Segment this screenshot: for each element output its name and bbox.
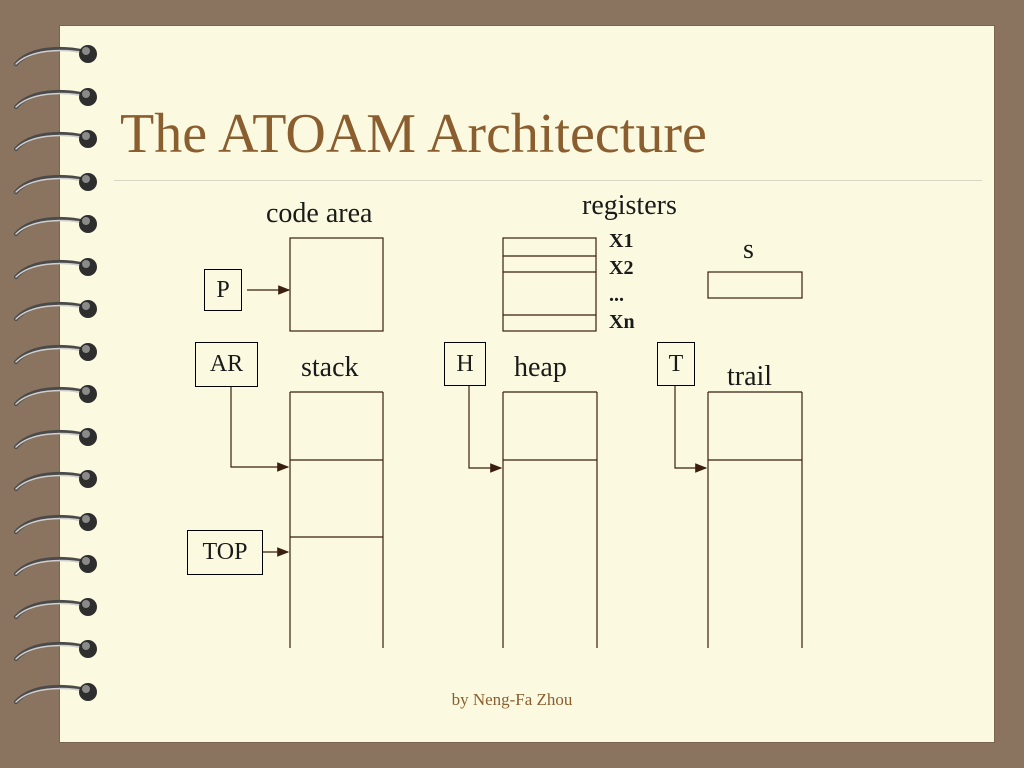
stack-label: stack xyxy=(301,352,359,383)
slide-title: The ATOAM Architecture xyxy=(120,103,707,165)
binding-ring-icon xyxy=(14,257,97,279)
binding-ring-icon xyxy=(14,555,97,576)
stack-column xyxy=(289,391,384,648)
s-label: s xyxy=(743,234,754,265)
p-pointer-box: P xyxy=(204,269,242,311)
code-area-box xyxy=(289,237,384,332)
registers-label: registers xyxy=(582,190,677,221)
top-pointer-box: TOP xyxy=(187,530,263,575)
binding-ring-icon xyxy=(14,597,97,619)
binding-ring-icon xyxy=(14,427,97,449)
register-x1: X1 xyxy=(609,230,634,252)
trail-label: trail xyxy=(727,361,773,392)
binding-ring-icon xyxy=(14,300,97,321)
footer-author: by Neng-Fa Zhou xyxy=(451,690,573,709)
s-register-box xyxy=(707,271,803,299)
register-x2: X2 xyxy=(609,257,634,279)
heap-column xyxy=(502,391,598,648)
binding-ring-icon xyxy=(14,215,97,236)
binding-ring-icon xyxy=(14,45,97,66)
binding-ring-icon xyxy=(14,130,97,151)
binding-ring-icon xyxy=(14,342,97,364)
register-xn: Xn xyxy=(609,311,635,333)
h-arrow xyxy=(468,386,503,473)
code-area-label: code area xyxy=(266,198,373,229)
t-pointer-box: T xyxy=(657,342,695,386)
ar-arrow xyxy=(230,384,290,472)
ar-pointer-box: AR xyxy=(195,342,258,387)
h-pointer-box: H xyxy=(444,342,486,386)
binding-ring-icon xyxy=(14,87,97,109)
registers-box xyxy=(502,237,597,332)
binding-ring-icon xyxy=(14,385,97,406)
binding-ring-icon xyxy=(14,172,97,194)
binding-ring-icon xyxy=(14,512,97,534)
binding-ring-icon xyxy=(14,640,97,661)
binding-ring-icon xyxy=(14,470,97,491)
register-ellipsis: ... xyxy=(609,284,624,306)
title-divider xyxy=(114,180,982,181)
binding-ring-icon xyxy=(14,682,97,704)
heap-label: heap xyxy=(514,352,567,383)
trail-column xyxy=(707,391,803,648)
t-arrow xyxy=(674,386,708,473)
